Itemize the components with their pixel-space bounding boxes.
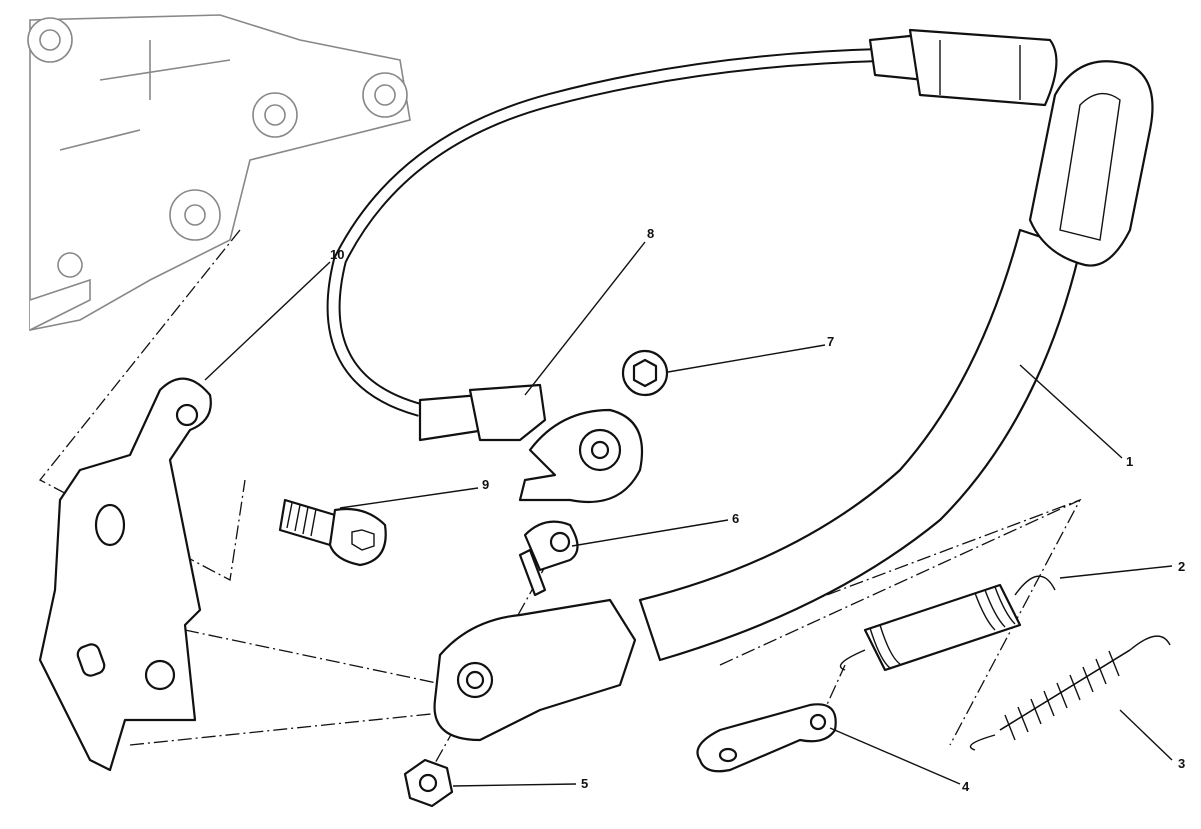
- mounting-screw: [278, 498, 387, 567]
- callout-6: 6: [732, 511, 739, 526]
- callout-10: 10: [330, 247, 344, 262]
- nut: [403, 758, 454, 808]
- pivot-bolt: [518, 520, 579, 597]
- outer-spring: [969, 635, 1171, 751]
- callout-4: 4: [962, 779, 970, 794]
- callout-7: 7: [827, 334, 834, 349]
- callouts: 10 8 7 1 9 6 2 3 4 5: [330, 226, 1185, 794]
- spring-plate: [696, 703, 837, 773]
- callout-5: 5: [581, 776, 588, 791]
- side-stand-leg: [433, 60, 1154, 742]
- inner-spring: [839, 575, 1056, 672]
- callout-9: 9: [482, 477, 489, 492]
- callout-1: 1: [1126, 454, 1133, 469]
- callout-8: 8: [647, 226, 654, 241]
- engine-casing: [27, 14, 411, 331]
- callout-3: 3: [1178, 756, 1185, 771]
- side-stand-sensor: [326, 28, 1058, 504]
- mounting-bracket: [38, 377, 212, 772]
- washer-screw: [621, 349, 669, 397]
- callout-2: 2: [1178, 559, 1185, 574]
- leader-lines: [204, 241, 1173, 787]
